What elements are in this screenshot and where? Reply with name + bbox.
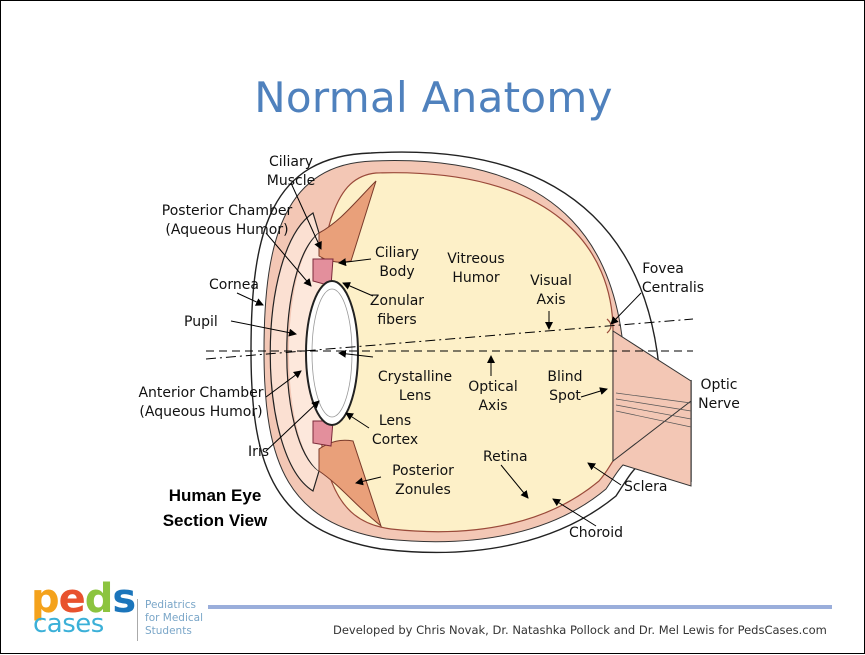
label-sclera: Sclera [624,479,667,495]
footer-divider [208,605,832,609]
footer-credit: Developed by Chris Novak, Dr. Natashka P… [333,623,827,637]
logo-tagline: Pediatrics for Medical Students [145,599,203,638]
label-cornea: Cornea [209,277,259,293]
label-pupil: Pupil [184,314,218,330]
pedscases-logo: peds cases Pediatrics for Medical Studen… [31,585,211,645]
logo-cases-text: cases [33,611,104,637]
lens-inner [312,289,352,417]
label-choroid: Choroid [569,525,623,541]
logo-divider [137,599,138,641]
label-anterior-chamber: Anterior Chamber(Aqueous Humor) [138,385,263,420]
label-iris: Iris [248,444,269,460]
label-retina: Retina [483,449,528,465]
